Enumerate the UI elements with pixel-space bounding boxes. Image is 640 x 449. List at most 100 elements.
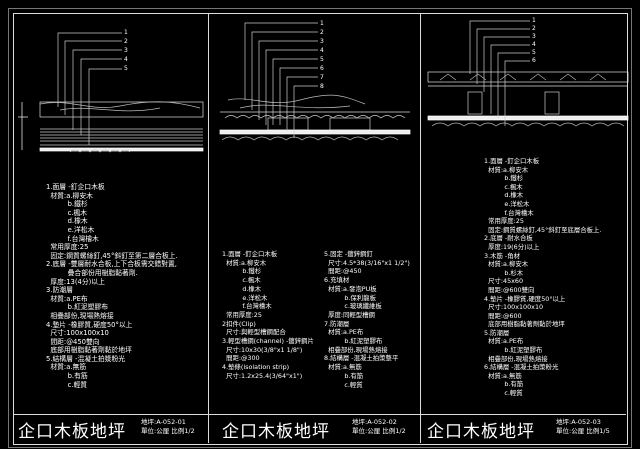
callout-number: 5 <box>124 65 128 73</box>
note-line: 材質:a.柳安木 <box>484 165 529 174</box>
note-line: 疊合部份用樹脂黏著劑. <box>46 268 138 277</box>
callouts-1: 1 2 3 4 5 <box>124 28 128 73</box>
note-line: 7.防潮層 <box>324 319 350 328</box>
note-line: f.台灣檜木 <box>484 208 534 217</box>
note-line: 尺寸:4.5*38(3/16"x1 1/2") <box>324 258 410 267</box>
drawing-code: 地坪:A-052-02 <box>352 418 397 426</box>
notes-detail-3: 1.面層 -釘企口木板 材質:a.柳安木 b.鐵杉 c.楓木 d.橡木 e.洋松… <box>484 157 601 398</box>
note-line: b.保利龍板 <box>324 293 376 302</box>
note-line: 尺寸:10x30(3/8"x1 1/8") <box>222 345 303 354</box>
callouts-2: 1 2 3 4 5 6 7 8 <box>320 19 324 91</box>
note-line: 1.面層 -釘企口木板 <box>46 183 105 191</box>
callout-number: 4 <box>532 41 536 48</box>
callout-number: 8 <box>320 83 324 90</box>
note-line: d.橡木 <box>46 217 88 226</box>
note-line: 底部用樹脂黏著劑黏於地坪 <box>484 320 565 329</box>
callout-number: 5 <box>320 56 324 63</box>
note-line: 2.底層 -雙層耐水合板,上下合板需交錯對置, <box>46 260 177 269</box>
panel-divider <box>208 13 209 443</box>
note-line: 3.防潮層 <box>46 286 73 295</box>
callout-number: 1 <box>124 29 128 36</box>
notes-detail-2-right: 5.固定 -鍍鋅鋼釘 尺寸:4.5*38(3/16"x1 1/2") 間距:@4… <box>324 250 410 389</box>
note-line: 底部用樹脂黏著劑黏於地坪 <box>46 346 132 355</box>
note-line: 材質:a.發泡PU板 <box>324 284 377 293</box>
note-line: 尺寸:100x100x10 <box>46 329 109 338</box>
note-line: 5.固定 -鍍鋅鋼釘 <box>324 250 373 258</box>
note-line: 厚度:同輕型槽鋼 <box>324 310 375 319</box>
note-line: 1.面層 -釘企口木板 <box>484 157 540 165</box>
note-line: b.紅泥塑膠布 <box>324 337 383 346</box>
note-line: 尺寸:與輕型槽鋼配合 <box>222 328 286 337</box>
callout-number: 1 <box>320 20 324 27</box>
note-line: c.楓木 <box>46 208 88 217</box>
notes-detail-2-left: 1.面層 -釘企口木板 材質:a.柳安木 b.鐵杉 c.楓木 d.橡木 e.洋松… <box>222 250 314 381</box>
note-line: 間距:@450 <box>324 267 362 276</box>
note-line: 1.面層 -釘企口木板 <box>222 250 278 258</box>
note-line: 材質:a.柳安木 <box>222 258 267 267</box>
note-line: 2扣件(Clip) <box>222 319 256 328</box>
note-line: 尺寸:1.2x25.4(3/64"x1") <box>222 371 303 380</box>
callout-number: 2 <box>124 38 128 46</box>
callout-number: 2 <box>320 29 324 36</box>
note-line: e.洋松木 <box>484 199 530 208</box>
note-line: 材質:a.無筋 <box>324 363 362 372</box>
drawing-unit-scale: 單位:公厘 比例1/2 <box>352 427 406 435</box>
note-line: 相疊部份,現場熱熔接 <box>324 345 388 354</box>
title-block-line <box>13 414 626 415</box>
note-line: 6.結構層 -混凝土拍漿粉光 <box>484 363 559 372</box>
callout-number: 3 <box>320 38 324 45</box>
detail-1-section <box>18 32 204 153</box>
note-line: 厚度:13(4分)以上 <box>46 277 105 286</box>
note-line: b.有筋 <box>484 380 524 389</box>
note-line: c.玻璃纖維板 <box>324 302 382 311</box>
note-line: 間距:@450雙向 <box>46 337 100 346</box>
note-line: 材質:a.PE布 <box>324 328 364 337</box>
drawing-code: 地坪:A-052-03 <box>556 418 601 426</box>
callout-number: 3 <box>124 47 128 55</box>
callout-number: 3 <box>532 33 536 40</box>
panel-divider <box>420 13 421 443</box>
callout-number: 5 <box>532 49 536 56</box>
note-line: b.有筋 <box>46 372 88 381</box>
note-line: 材質:a.PE布 <box>484 337 524 346</box>
note-line: d.橡木 <box>222 284 262 293</box>
note-line: 6.充填材 <box>324 276 350 285</box>
note-line: 尺寸:45x60 <box>484 277 524 286</box>
note-line: 厚度:19(6分)以上 <box>484 242 540 251</box>
note-line: 尺寸:100x100x10 <box>484 303 544 312</box>
drawing-title: 企口木板地坪 <box>222 422 330 442</box>
note-line: d.橡木 <box>484 191 524 200</box>
drawing-title: 企口木板地坪 <box>427 422 535 442</box>
note-line: 常用厚度:25 <box>222 310 262 319</box>
drawing-unit-scale: 單位:公厘 比例1/2 <box>141 427 195 435</box>
callout-number: 6 <box>320 65 324 72</box>
note-line: c.楓木 <box>484 182 523 191</box>
outer-border <box>8 8 632 448</box>
callout-number: 7 <box>320 74 324 81</box>
note-line: f.台灣檜木 <box>222 302 272 311</box>
note-line: f.台灣檜木 <box>46 234 99 243</box>
note-line: c.輕質 <box>484 389 523 398</box>
note-line: 材質:a.無筋 <box>484 371 522 380</box>
notes-detail-1: 1.面層 -釘企口木板 材質:a.柳安木 b.鐵杉 c.楓木 d.橡木 e.洋松… <box>46 183 178 389</box>
note-line: 材質:a.無筋 <box>46 363 87 372</box>
note-line: 固定:鋼質螺絲釘,45°斜釘至底層合板上. <box>484 225 602 234</box>
drawing-title: 企口木板地坪 <box>18 422 126 442</box>
callout-number: 2 <box>532 25 536 32</box>
note-line: 5.結構層 -混凝土拍漿粉光 <box>46 354 126 363</box>
detail-2-section <box>219 22 411 141</box>
note-line: 3.木筋 -角材 <box>484 251 520 260</box>
note-line: b.紅泥塑膠布 <box>484 346 543 355</box>
note-line: 間距:@600雙向 <box>484 285 535 294</box>
drawing-unit-scale: 單位:公厘 比例1/5 <box>556 427 610 435</box>
drawing-frame <box>13 13 628 445</box>
note-line: 4.墊條(isolation strip) <box>222 363 290 372</box>
note-line: 常用厚度:25 <box>46 243 89 252</box>
note-line: c.楓木 <box>222 276 261 285</box>
callout-number: 4 <box>124 56 128 64</box>
note-line: b.杉木 <box>484 268 524 277</box>
note-line: b.鐵杉 <box>484 174 524 183</box>
note-line: e.洋松木 <box>222 293 268 302</box>
note-line: 3.輕型槽鋼(channel) -鍍鋅鋼片 <box>222 337 314 346</box>
